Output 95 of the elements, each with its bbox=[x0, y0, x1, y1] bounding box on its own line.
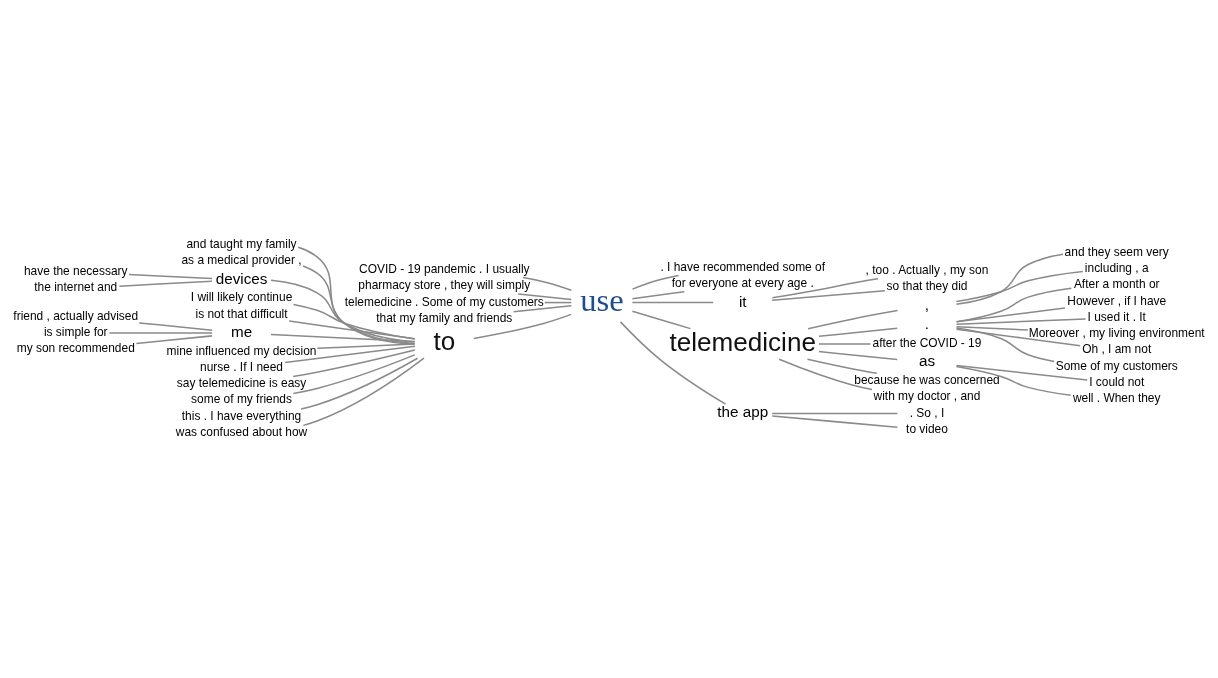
connector bbox=[138, 322, 213, 331]
node-text: as bbox=[918, 352, 936, 370]
connector bbox=[543, 301, 572, 304]
node-text: I used it . It bbox=[1087, 309, 1146, 324]
connector bbox=[288, 320, 416, 340]
node-text: after the COVID - 19 bbox=[872, 335, 982, 350]
connector bbox=[473, 313, 572, 340]
node-text: I will likely continue bbox=[190, 290, 293, 305]
node-text: to video bbox=[906, 421, 948, 436]
connector bbox=[118, 280, 213, 287]
node-text: and they seem very bbox=[1064, 244, 1169, 259]
connector bbox=[270, 279, 416, 343]
node-text: as a medical provider , bbox=[181, 253, 302, 268]
connector bbox=[619, 321, 727, 405]
node-text: pharmacy store , they will simply bbox=[358, 278, 531, 293]
node-text: mine influenced my decision bbox=[166, 343, 317, 358]
connector bbox=[955, 327, 1055, 363]
connector bbox=[270, 333, 416, 343]
connector bbox=[302, 357, 425, 427]
node-text: After a month or bbox=[1073, 277, 1160, 292]
node-text: However , if I have bbox=[1067, 293, 1167, 308]
node-text: some of my friends bbox=[191, 392, 292, 407]
connector bbox=[955, 328, 1081, 347]
connector bbox=[631, 310, 692, 330]
node-text: . So , I bbox=[909, 405, 945, 420]
connector bbox=[284, 345, 416, 364]
node-text: is not that difficult bbox=[195, 306, 288, 321]
connector bbox=[631, 274, 680, 290]
connector bbox=[955, 318, 1087, 325]
node-text: me bbox=[230, 323, 253, 341]
node-text: the app bbox=[717, 403, 769, 421]
connector bbox=[108, 332, 213, 334]
connector bbox=[955, 287, 1073, 323]
connector bbox=[778, 358, 873, 391]
node-text: is simple for bbox=[43, 325, 108, 340]
node-text: friend , actually advised bbox=[13, 308, 139, 323]
connector bbox=[631, 301, 714, 304]
node-text: with my doctor , and bbox=[873, 389, 981, 404]
node-text: was confused about how bbox=[175, 425, 308, 440]
connector bbox=[292, 354, 416, 395]
node-text: . bbox=[924, 315, 930, 333]
connector bbox=[818, 327, 899, 338]
node-text: and taught my family bbox=[186, 237, 297, 251]
node-text: to bbox=[433, 325, 456, 356]
node-text: including , a bbox=[1084, 260, 1149, 275]
connector bbox=[955, 326, 1029, 331]
connector bbox=[955, 253, 1064, 305]
node-text: so that they did bbox=[886, 279, 968, 294]
connector bbox=[955, 307, 1066, 323]
connector bbox=[302, 265, 416, 345]
node-text: I could not bbox=[1089, 375, 1145, 390]
node-text: it bbox=[738, 292, 747, 310]
node-text: telemedicine . Some of my customers bbox=[344, 294, 544, 309]
connector bbox=[297, 246, 416, 345]
node-text: , too . Actually , my son bbox=[865, 263, 989, 278]
node-text: that my family and friends bbox=[376, 310, 513, 325]
connector bbox=[128, 273, 213, 280]
node-text: well . When they bbox=[1072, 391, 1161, 406]
node-text: have the necessary bbox=[23, 264, 128, 279]
node-text: Oh , I am not bbox=[1082, 342, 1152, 357]
connector bbox=[512, 304, 573, 313]
node-text: say telemedicine is easy bbox=[176, 376, 307, 391]
connector bbox=[818, 350, 899, 361]
connector bbox=[292, 303, 416, 340]
connector bbox=[806, 358, 878, 374]
node-text: . I have recommended some of bbox=[660, 259, 825, 274]
connector bbox=[818, 343, 872, 345]
node-text: because he was concerned bbox=[854, 372, 1000, 387]
node-text: the internet and bbox=[34, 280, 118, 295]
node-text: use bbox=[580, 281, 624, 318]
node-text: COVID - 19 pandemic . I usually bbox=[359, 262, 530, 277]
connector bbox=[955, 365, 1072, 397]
connector bbox=[771, 277, 879, 299]
connector bbox=[771, 412, 899, 415]
connector bbox=[771, 415, 899, 428]
node-text: telemedicine bbox=[669, 326, 816, 357]
connector bbox=[807, 309, 899, 330]
node-text: , bbox=[924, 295, 930, 313]
connector bbox=[955, 270, 1084, 303]
connector bbox=[771, 290, 886, 301]
node-text: my son recommended bbox=[16, 341, 135, 356]
node-text: Moreover , my living environment bbox=[1028, 326, 1205, 341]
connector bbox=[292, 349, 416, 378]
connector bbox=[522, 276, 573, 292]
connector bbox=[316, 343, 416, 349]
node-text: nurse . If I need bbox=[200, 359, 284, 374]
connector bbox=[517, 293, 573, 301]
connector bbox=[300, 357, 419, 410]
node-text: this . I have everything bbox=[181, 408, 302, 423]
node-text: Some of my customers bbox=[1055, 358, 1178, 373]
connector bbox=[631, 291, 686, 300]
node-text: for everyone at every age . bbox=[671, 276, 814, 291]
connector bbox=[955, 364, 1088, 381]
connector bbox=[135, 335, 213, 345]
node-text: devices bbox=[215, 269, 268, 287]
